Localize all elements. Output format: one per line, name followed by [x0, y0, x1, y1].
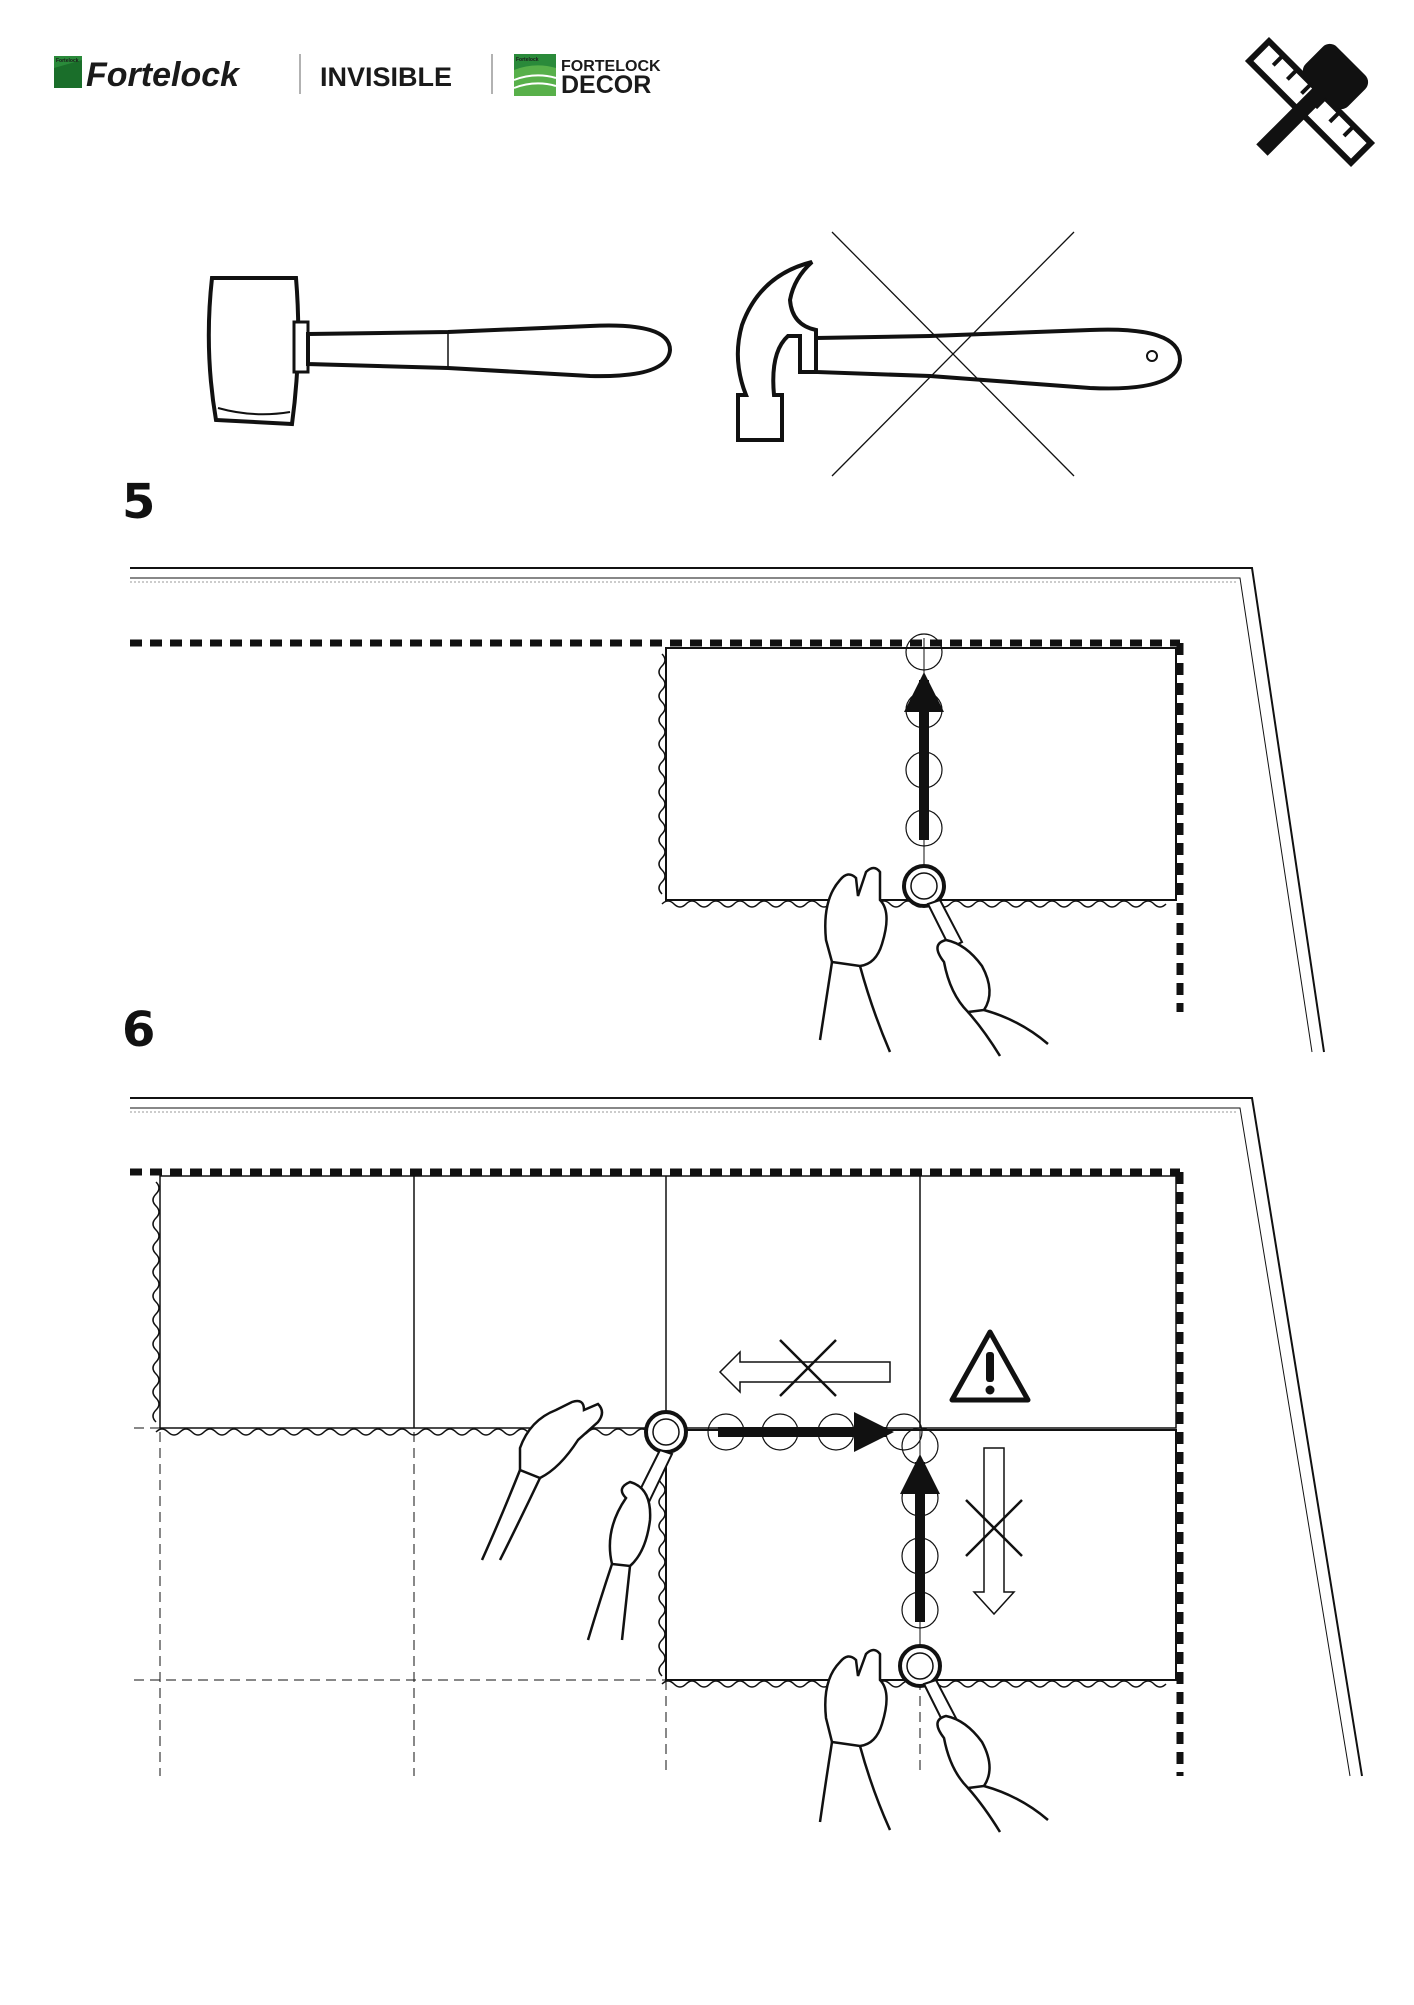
step-number: 5: [122, 474, 155, 530]
wrong-direction-down: [965, 1447, 1023, 1616]
decor-small-label: Fortelock: [516, 57, 539, 63]
warning-icon: [949, 1329, 1031, 1403]
cross-out-mark: [779, 1339, 837, 1397]
tap-sequence-up: [904, 633, 944, 880]
step-number: 6: [122, 1002, 155, 1058]
brand-small-label: Fortelock: [56, 58, 79, 64]
product-line-label: INVISIBLE: [320, 62, 452, 92]
gloved-hands: [480, 1399, 1049, 1833]
hollow-arrow-down-icon: [972, 1447, 1016, 1616]
wrong-direction-left: [718, 1339, 891, 1397]
hollow-arrow-left-icon: [718, 1350, 891, 1394]
rubber-mallet-icon: [206, 276, 673, 427]
decor-logo: Fortelock FORTELOCK DECOR: [513, 54, 661, 99]
room-outline: [130, 567, 1325, 1053]
cross-out-mark: [831, 231, 1075, 477]
gloved-hands: [818, 866, 1049, 1057]
decor-bottom-label: DECOR: [561, 71, 651, 99]
claw-hammer-icon: [735, 231, 1183, 477]
cross-out-mark: [965, 1499, 1023, 1557]
tap-sequence-up: [900, 1427, 940, 1664]
hammer-and-ruler-icon: [1244, 36, 1376, 168]
brand-name: Fortelock: [86, 56, 241, 94]
mallet-tap: [902, 864, 964, 950]
room-outline: [130, 1097, 1363, 1777]
floor-boundary-dashed: [130, 639, 1184, 1012]
floor-boundary-dashed: [130, 1168, 1184, 1776]
brand-logo: Fortelock Fortelock: [54, 56, 241, 94]
tap-sequence-right: [707, 1412, 923, 1452]
decor-top-label: FORTELOCK: [561, 58, 661, 75]
